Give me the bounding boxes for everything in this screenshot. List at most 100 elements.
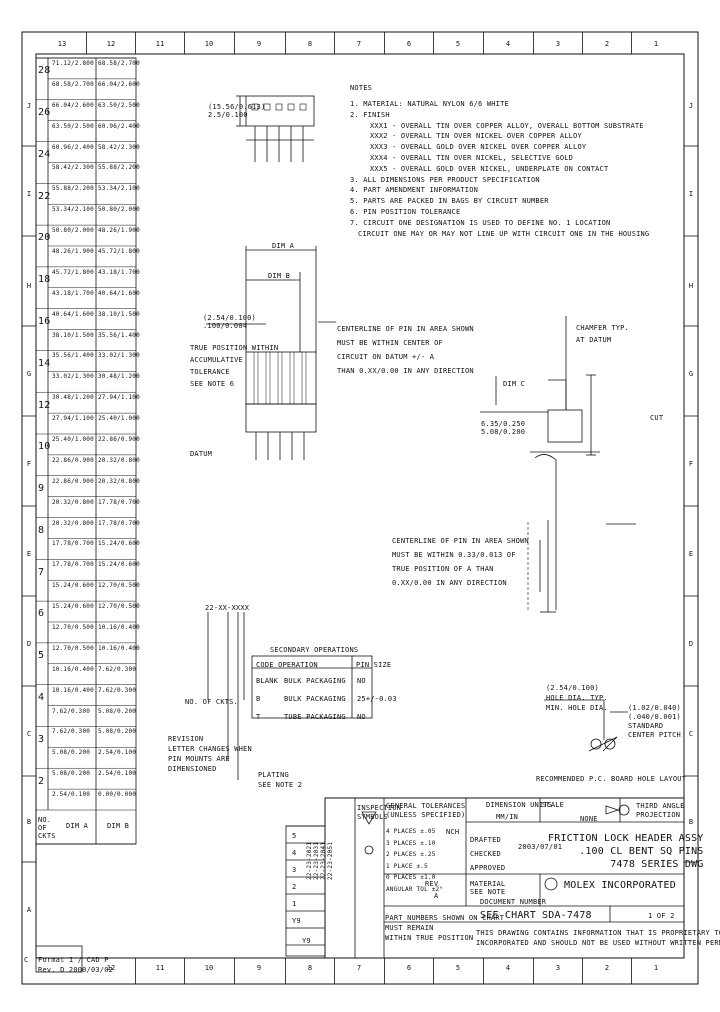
format-box	[35, 945, 83, 973]
revision-entry: 2	[292, 883, 297, 891]
datum-label: DATUM	[190, 450, 213, 458]
zone-marker-right: J	[688, 102, 694, 110]
option-code: BLANK	[256, 677, 279, 685]
zone-marker-bottom: 7	[356, 964, 362, 972]
note-line: 2. FINISH	[350, 110, 390, 119]
dim-b-value: 35.56/1.400	[98, 331, 140, 339]
doc-number-label: DOCUMENT NUMBER	[480, 898, 547, 906]
top-dimension: (15.56/0.613) 2.5/0.100	[208, 103, 266, 119]
rev-line: Rev. D 2000/03/02	[38, 966, 114, 974]
chamfer-note: CHAMFER TYP. AT DATUM	[576, 324, 629, 344]
pitch-dimension: (2.54/0.100) .100/0.004	[203, 314, 256, 330]
zone-marker-left: J	[26, 102, 32, 110]
zone-marker-bottom: 10	[204, 964, 214, 972]
units-label: DIMENSION UNITS	[486, 801, 553, 809]
drawing-title: FRICTION LOCK HEADER ASSY .100 CL BENT S…	[548, 833, 704, 870]
dim-a-value: 20.32/0.800	[52, 519, 94, 527]
revision-entry: 4	[292, 849, 297, 857]
zone-marker-top: 11	[155, 40, 165, 48]
dim-b-value: 2.54/0.100	[98, 770, 137, 778]
dim-a-value: 20.32/0.800	[52, 498, 94, 506]
ckt-number: 20	[38, 232, 51, 244]
zone-marker-top: 10	[204, 40, 214, 48]
drawn-date: 2003/07/01	[518, 843, 563, 851]
zone-marker-bottom: 3	[555, 964, 561, 972]
ckt-number: 14	[38, 357, 51, 369]
note-line: XXX5 - OVERALL GOLD OVER NICKEL, UNDERPL…	[370, 164, 609, 173]
zone-marker-right: B	[688, 818, 694, 826]
dim-a-value: 30.48/1.200	[52, 394, 94, 402]
dim-b-value: 20.32/0.800	[98, 456, 140, 464]
sheet-size: C	[24, 956, 29, 964]
dim-a-value: 55.88/2.200	[52, 185, 94, 193]
projection-cone	[605, 805, 620, 815]
zone-marker-right: E	[688, 550, 694, 558]
dim-b-value: 17.78/0.700	[98, 498, 140, 506]
molex-logo	[544, 877, 558, 891]
zone-marker-left: I	[26, 190, 32, 198]
ckt-number: 28	[38, 65, 51, 77]
rev-column	[285, 825, 326, 957]
dim-b-value: 68.58/2.700	[98, 60, 140, 67]
dim-a-value: 38.10/1.500	[52, 331, 94, 339]
zone-marker-right: D	[688, 640, 694, 648]
dim-a-value: 53.34/2.100	[52, 206, 94, 214]
tolerance-value: 2 PLACES ±.25	[386, 851, 436, 858]
dim-a-value: 27.94/1.100	[52, 415, 94, 423]
zone-marker-top: 4	[505, 40, 511, 48]
series-note: PART NUMBERS SHOWN ON CHART MUST REMAIN …	[385, 914, 505, 942]
dim-b-value: 48.26/1.900	[98, 227, 140, 235]
zone-marker-bottom: 5	[455, 964, 461, 972]
zone-marker-top: 7	[356, 40, 362, 48]
ckt-number: 12	[38, 399, 51, 411]
pitch-note: TRUE POSITION WITHIN ACCUMULATIVE TOLERA…	[190, 344, 279, 388]
drafted-label: DRAFTED	[470, 836, 501, 844]
zone-marker-left: A	[26, 906, 32, 914]
zone-marker-right: G	[688, 370, 694, 378]
revision-entry: 3	[292, 866, 297, 874]
zone-marker-top: 5	[455, 40, 461, 48]
pin-square	[299, 103, 307, 111]
material-label: MATERIAL	[470, 880, 506, 888]
option-operation: TUBE PACKAGING	[284, 713, 346, 721]
dim-b-value: 20.32/0.800	[98, 477, 140, 485]
options-title: SECONDARY OPERATIONS	[270, 646, 359, 654]
ckt-number: 26	[38, 107, 51, 119]
dim-b-value: 38.10/1.500	[98, 310, 140, 318]
zone-marker-bottom: 4	[505, 964, 511, 972]
dim-b-value: 50.80/2.000	[98, 206, 140, 214]
ckt-number: 5	[38, 650, 45, 662]
dim-b-value: 5.08/0.200	[98, 707, 137, 715]
inspection-symbols: INSPECTION SYMBOLS	[357, 804, 402, 821]
zone-marker-top: 8	[307, 40, 313, 48]
dim-a-value: 17.78/0.700	[52, 540, 94, 548]
units-value: MM/IN	[496, 813, 519, 821]
note-line: XXX4 - OVERALL TIN OVER NICKEL, SELECTIV…	[370, 154, 574, 162]
ckt-number: 6	[38, 608, 45, 620]
dim-a-value: 58.42/2.300	[52, 164, 94, 172]
ckt-number: 2	[38, 775, 45, 787]
dim-b-value: 15.24/0.600	[98, 540, 140, 548]
dim-b-value: 27.94/1.100	[98, 394, 140, 402]
ckt-number: 9	[38, 483, 45, 495]
tolerance-value: ANGULAR TOL ±2°	[386, 885, 444, 893]
zone-marker-left: G	[26, 370, 32, 378]
dim-a-value: 33.02/1.300	[52, 373, 94, 381]
ckt-number: 24	[38, 148, 51, 160]
dim-b-value: 43.18/1.700	[98, 268, 140, 276]
option-operation: BULK PACKAGING	[284, 677, 346, 685]
dim-b-value: 55.88/2.200	[98, 164, 140, 172]
dim-a-value: 12.70/0.500	[52, 624, 94, 631]
options-head-1: CODE OPERATION	[256, 661, 318, 669]
zone-marker-left: H	[26, 282, 32, 290]
pcb-layout-title: RECOMMENDED P.C. BOARD HOLE LAYOUT	[536, 775, 687, 783]
dim-b-value: 30.48/1.200	[98, 373, 140, 381]
note-line: XXX3 - OVERALL GOLD OVER NICKEL OVER COP…	[370, 143, 587, 152]
zone-marker-left: D	[26, 640, 32, 648]
pcb-hole	[604, 738, 616, 750]
dim-b-value: 22.86/0.900	[98, 436, 140, 443]
dim-a-value: 22.86/0.900	[52, 477, 94, 485]
table-frame	[35, 57, 137, 845]
dim-a-value: 60.96/2.400	[52, 143, 94, 151]
